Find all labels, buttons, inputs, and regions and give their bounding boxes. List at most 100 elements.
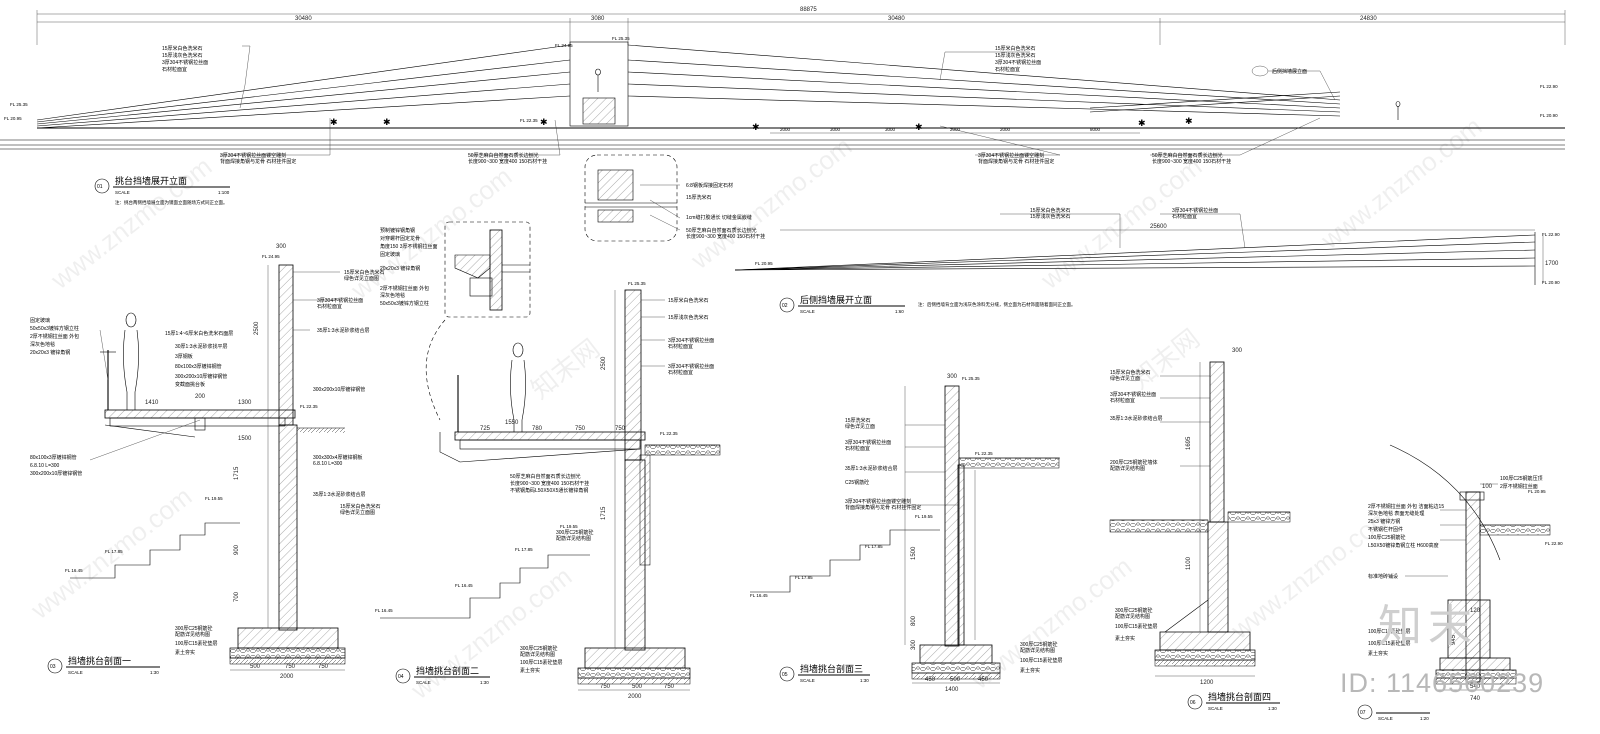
svg-text:04: 04 [398,674,404,680]
svg-text:05: 05 [782,672,788,678]
svg-text:20x20x3 镀锌角钢: 20x20x3 镀锌角钢 [380,265,420,272]
svg-text:FL 19.55: FL 19.55 [205,496,223,501]
svg-text:3厚304不锈钢拉丝面: 3厚304不锈钢拉丝面 [1110,391,1156,398]
svg-text:2000: 2000 [780,127,791,132]
svg-text:长度900~300 宽度400 150石材干挂: 长度900~300 宽度400 150石材干挂 [686,233,765,240]
svg-text:100厚C25钢筋压顶: 100厚C25钢筋压顶 [1500,475,1543,482]
svg-text:FL 20.90: FL 20.90 [1542,280,1560,285]
svg-text:1:30: 1:30 [1268,706,1277,711]
svg-text:500: 500 [250,664,261,670]
svg-text:1500: 1500 [238,436,252,442]
svg-text:SCALE: SCALE [800,309,815,314]
svg-text:700: 700 [234,591,240,602]
svg-text:✱: ✱ [330,117,338,127]
svg-text:25x3 镀锌方钢: 25x3 镀锌方钢 [1368,518,1400,525]
svg-text:300厚C25钢筋砼: 300厚C25钢筋砼 [520,645,558,652]
drawing-title: 挑台挡墙展开立面 [115,175,187,186]
svg-text:200厚C25钢筋砼墙体: 200厚C25钢筋砼墙体 [1110,459,1158,466]
svg-text:2500: 2500 [254,321,260,335]
svg-text:50厚芝麻白自然面石质长边刨光: 50厚芝麻白自然面石质长边刨光 [468,152,539,159]
svg-text:FL 17.85: FL 17.85 [865,544,883,549]
svg-text:3厚钢板: 3厚钢板 [175,353,193,360]
svg-text:SCALE: SCALE [1208,706,1223,711]
svg-text:FL 20.90: FL 20.90 [1540,113,1558,118]
svg-text:FL 25.35: FL 25.35 [962,376,980,381]
svg-text:2厚不锈钢拉丝面: 2厚不锈钢拉丝面 [1500,483,1538,490]
svg-text:配筋详见结构图: 配筋详见结构图 [1110,465,1145,472]
svg-text:2000: 2000 [628,694,642,700]
svg-text:15厚米白色洗米石: 15厚米白色洗米石 [340,503,381,510]
svg-text:FL 22.35: FL 22.35 [660,431,678,436]
svg-text:3000: 3000 [885,127,896,132]
svg-text:配筋详见结构图: 配筋详见结构图 [520,651,555,658]
svg-text:角度150 3厚不锈钢拉丝面: 角度150 3厚不锈钢拉丝面 [380,243,438,250]
svg-text:挡墙挑台剖面二: 挡墙挑台剖面二 [416,665,479,676]
svg-text:2厚不锈钢拉丝面 外包: 2厚不锈钢拉丝面 外包 [380,285,429,292]
watermark: www.znzmo.com [1034,151,1207,295]
svg-text:120: 120 [1470,608,1481,614]
svg-text:300厚C25钢筋砼: 300厚C25钢筋砼 [175,625,213,632]
svg-text:1:100: 1:100 [218,190,230,195]
svg-text:2000: 2000 [280,674,294,680]
svg-text:FL 24.95: FL 24.95 [262,254,280,259]
svg-text:6.8.10 L=300: 6.8.10 L=300 [313,461,343,467]
svg-text:750: 750 [575,426,586,432]
svg-text:35厚1:3水泥砂浆结合层: 35厚1:3水泥砂浆结合层 [313,491,366,498]
svg-text:深灰色地毯 表面无缝处理: 深灰色地毯 表面无缝处理 [1368,510,1424,517]
svg-text:100厚C15素砼垫层: 100厚C15素砼垫层 [175,640,218,647]
svg-text:素土夯实: 素土夯实 [175,649,195,656]
svg-text:1:30: 1:30 [860,678,869,683]
svg-text:300x200x10厚镀锌钢管: 300x200x10厚镀锌钢管 [175,373,227,380]
svg-text:100厚C15素砼垫层: 100厚C15素砼垫层 [520,659,563,666]
svg-text:绿色详见立面: 绿色详见立面 [1110,375,1140,382]
svg-text:挡墙挑台剖面四: 挡墙挑台剖面四 [1208,691,1271,702]
svg-text:配筋详见结构图: 配筋详见结构图 [1115,613,1150,620]
drawing-05-section: 1500 800 300 300 450 500 450 1400 FL 25.… [750,374,1063,693]
svg-text:素土夯实: 素土夯实 [1368,650,1388,657]
drawing-number: 01 [97,184,103,190]
svg-text:FL 22.90: FL 22.90 [1545,541,1563,546]
svg-text:FL 17.85: FL 17.85 [105,549,123,554]
dim-text: 30480 [888,16,905,22]
svg-text:1cm缝打胶通长 切缝金属嵌缝: 1cm缝打胶通长 切缝金属嵌缝 [686,214,752,221]
svg-text:素土夯实: 素土夯实 [1020,667,1040,674]
svg-text:50x50x3镀锌方钢立柱: 50x50x3镀锌方钢立柱 [30,325,79,332]
svg-text:绿色详见立面图: 绿色详见立面图 [344,275,379,282]
svg-text:50厚芝麻白自然面石质长边刨光: 50厚芝麻白自然面石质长边刨光 [686,227,757,234]
svg-text:750: 750 [285,664,296,670]
svg-text:SCALE: SCALE [416,680,431,685]
svg-text:石材粒面宜: 石材粒面宜 [668,343,693,350]
watermark-cn: 知末网 [525,333,605,405]
svg-text:15厚浅灰色洗米石: 15厚浅灰色洗米石 [668,314,709,321]
svg-text:15厚洗米石: 15厚洗米石 [686,194,712,201]
svg-text:300x200x10厚镀锌钢管: 300x200x10厚镀锌钢管 [313,386,365,393]
svg-text:配筋详见结构图: 配筋详见结构图 [556,535,591,542]
svg-text:300厚C25钢筋砼: 300厚C25钢筋砼 [1115,607,1153,614]
svg-text:15厚米白色洗米石: 15厚米白色洗米石 [162,45,203,52]
svg-text:100厚C25钢筋砼: 100厚C25钢筋砼 [1368,534,1406,541]
svg-text:35厚1:3水泥砂浆结合层: 35厚1:3水泥砂浆结合层 [1110,415,1163,422]
svg-text:长度900~300 宽度400 150石材干挂: 长度900~300 宽度400 150石材干挂 [510,480,589,487]
svg-text:注：后侧挡墙背立面为浅灰色涂料无分缝，侧立面为石材饰面随着面: 注：后侧挡墙背立面为浅灰色涂料无分缝，侧立面为石材饰面随着面同正立面。 [918,301,1076,308]
svg-text:长度900~300 宽度400 150石材干挂: 长度900~300 宽度400 150石材干挂 [468,158,547,165]
svg-text:06: 06 [1190,700,1196,706]
svg-text:3000: 3000 [830,127,841,132]
svg-text:后侧挡墙展开立面: 后侧挡墙展开立面 [800,294,872,305]
svg-text:FL 25.35: FL 25.35 [10,102,28,107]
svg-text:50厚芝麻白自然面石质长边刨光: 50厚芝麻白自然面石质长边刨光 [1152,152,1223,159]
watermark-layer: www.znzmo.com www.znzmo.com www.znzmo.co… [24,111,1487,705]
svg-text:深灰色地毯: 深灰色地毯 [30,341,55,348]
svg-text:500: 500 [950,677,961,683]
svg-text:50厚芝麻白自然面石质长边刨光: 50厚芝麻白自然面石质长边刨光 [510,473,581,480]
svg-text:30厚1:3水泥砂浆找平层: 30厚1:3水泥砂浆找平层 [175,343,228,350]
svg-text:2厚不锈钢拉丝面 外包 洁面粘边15: 2厚不锈钢拉丝面 外包 洁面粘边15 [1368,503,1444,510]
svg-text:3厚304不锈钢拉丝面: 3厚304不锈钢拉丝面 [995,59,1041,66]
svg-text:标准地砖铺设: 标准地砖铺设 [1368,573,1398,580]
svg-text:配筋详见结构图: 配筋详见结构图 [175,631,210,638]
svg-text:✱: ✱ [1185,116,1193,126]
svg-text:3厚304不锈钢拉丝面: 3厚304不锈钢拉丝面 [668,363,714,370]
svg-text:石材粒面宜: 石材粒面宜 [995,66,1020,73]
elevation-wall-left [36,44,571,129]
svg-text:1715: 1715 [234,466,240,480]
